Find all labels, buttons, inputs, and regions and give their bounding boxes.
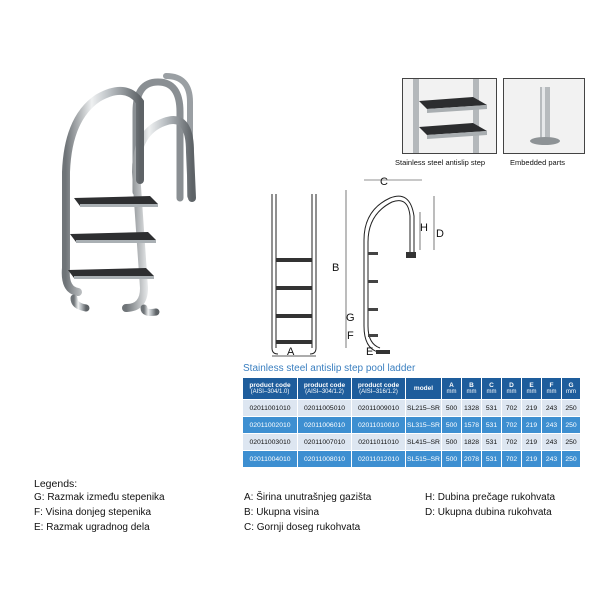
table-cell: 02011001010 <box>242 399 298 417</box>
dim-label-b: B <box>332 262 340 274</box>
table-cell: 02011002010 <box>242 416 298 434</box>
table-cell: 531 <box>481 399 502 417</box>
table-cell: 219 <box>521 433 542 451</box>
table-cell: 1328 <box>461 399 482 417</box>
table-cell: 702 <box>501 416 522 434</box>
table-cell: 02011006010 <box>297 416 352 434</box>
table-cell: 250 <box>561 399 581 417</box>
table-cell: 243 <box>541 433 562 451</box>
table-row: 02011002010 02011006010 02011010010 SL31… <box>242 416 581 434</box>
table-row: 02011001010 02011005010 02011009010 SL21… <box>242 399 581 417</box>
table-cell: SL515–SR <box>405 450 442 468</box>
legend-item-e: E: Razmak ugradnog dela <box>34 522 150 533</box>
table-cell: 243 <box>541 399 562 417</box>
table-cell: 02011010010 <box>351 416 406 434</box>
table-cell: 219 <box>521 416 542 434</box>
spec-table: product code(AISI–304/1.0) product code(… <box>242 377 581 468</box>
front-view-drawing <box>271 194 317 357</box>
dim-label-c: C <box>380 176 388 188</box>
table-cell: 250 <box>561 450 581 468</box>
legend-item-c: C: Gornji doseg rukohvata <box>244 522 361 533</box>
antislip-step-caption: Stainless steel antislip step <box>395 158 486 167</box>
table-cell: SL415–SR <box>405 433 442 451</box>
table-cell: 702 <box>501 450 522 468</box>
ladder-illustration <box>61 73 196 316</box>
table-cell: 02011009010 <box>351 399 406 417</box>
table-row: 02011003010 02011007010 02011011010 SL41… <box>242 433 581 451</box>
table-cell: 702 <box>501 433 522 451</box>
table-cell: 02011005010 <box>297 399 352 417</box>
table-cell: 531 <box>481 450 502 468</box>
table-cell: SL215–SR <box>405 399 442 417</box>
dim-label-a: A <box>287 346 295 358</box>
dim-label-g: G <box>346 312 355 324</box>
table-cell: 500 <box>441 399 462 417</box>
table-cell: 250 <box>561 416 581 434</box>
table-cell: 02011004010 <box>242 450 298 468</box>
table-cell: 02011003010 <box>242 433 298 451</box>
table-header-row: product code(AISI–304/1.0) product code(… <box>242 377 581 400</box>
table-cell: 500 <box>441 433 462 451</box>
dim-label-f: F <box>347 330 354 342</box>
header-cell: model <box>405 377 442 400</box>
legend-item-g: G: Razmak između stepenika <box>34 492 165 503</box>
table-cell: 1828 <box>461 433 482 451</box>
embedded-parts-photo <box>503 78 585 154</box>
table-cell: 243 <box>541 450 562 468</box>
embedded-parts-caption: Embedded parts <box>510 158 566 167</box>
table-cell: 1578 <box>461 416 482 434</box>
table-row: 02011004010 02011008010 02011012010 SL51… <box>242 450 581 468</box>
header-cell: product code(AISI–304/1.2) <box>297 377 352 400</box>
table-cell: 500 <box>441 416 462 434</box>
dim-label-e: E <box>366 346 374 358</box>
table-cell: 02011008010 <box>297 450 352 468</box>
legend-title: Legends: <box>34 478 78 490</box>
table-cell: 02011011010 <box>351 433 406 451</box>
table-cell: 702 <box>501 399 522 417</box>
dim-label-d: D <box>436 228 444 240</box>
antislip-step-photo <box>402 78 497 154</box>
side-view-drawing <box>345 179 435 354</box>
table-cell: 2078 <box>461 450 482 468</box>
table-cell: 02011012010 <box>351 450 406 468</box>
table-cell: 500 <box>441 450 462 468</box>
table-cell: 243 <box>541 416 562 434</box>
table-cell: 531 <box>481 416 502 434</box>
header-cell: product code(AISI–304/1.0) <box>242 377 298 400</box>
table-cell: 219 <box>521 399 542 417</box>
table-cell: 531 <box>481 433 502 451</box>
table-cell: SL315–SR <box>405 416 442 434</box>
table-cell: 02011007010 <box>297 433 352 451</box>
header-cell: product code(AISI–316/1.2) <box>351 377 406 400</box>
table-title: Stainless steel antislip step pool ladde… <box>243 363 416 374</box>
steps <box>68 196 158 279</box>
legend-item-h: H: Dubina prečage rukohvata <box>425 492 556 503</box>
legend-item-a: A: Širina unutrašnjeg gazišta <box>244 492 372 503</box>
legend-item-d: D: Ukupna dubina rukohvata <box>425 507 552 518</box>
legend-item-f: F: Visina donjeg stepenika <box>34 507 152 518</box>
dim-label-h: H <box>420 222 428 234</box>
table-cell: 250 <box>561 433 581 451</box>
table-cell: 219 <box>521 450 542 468</box>
legend-item-b: B: Ukupna visina <box>244 507 320 518</box>
